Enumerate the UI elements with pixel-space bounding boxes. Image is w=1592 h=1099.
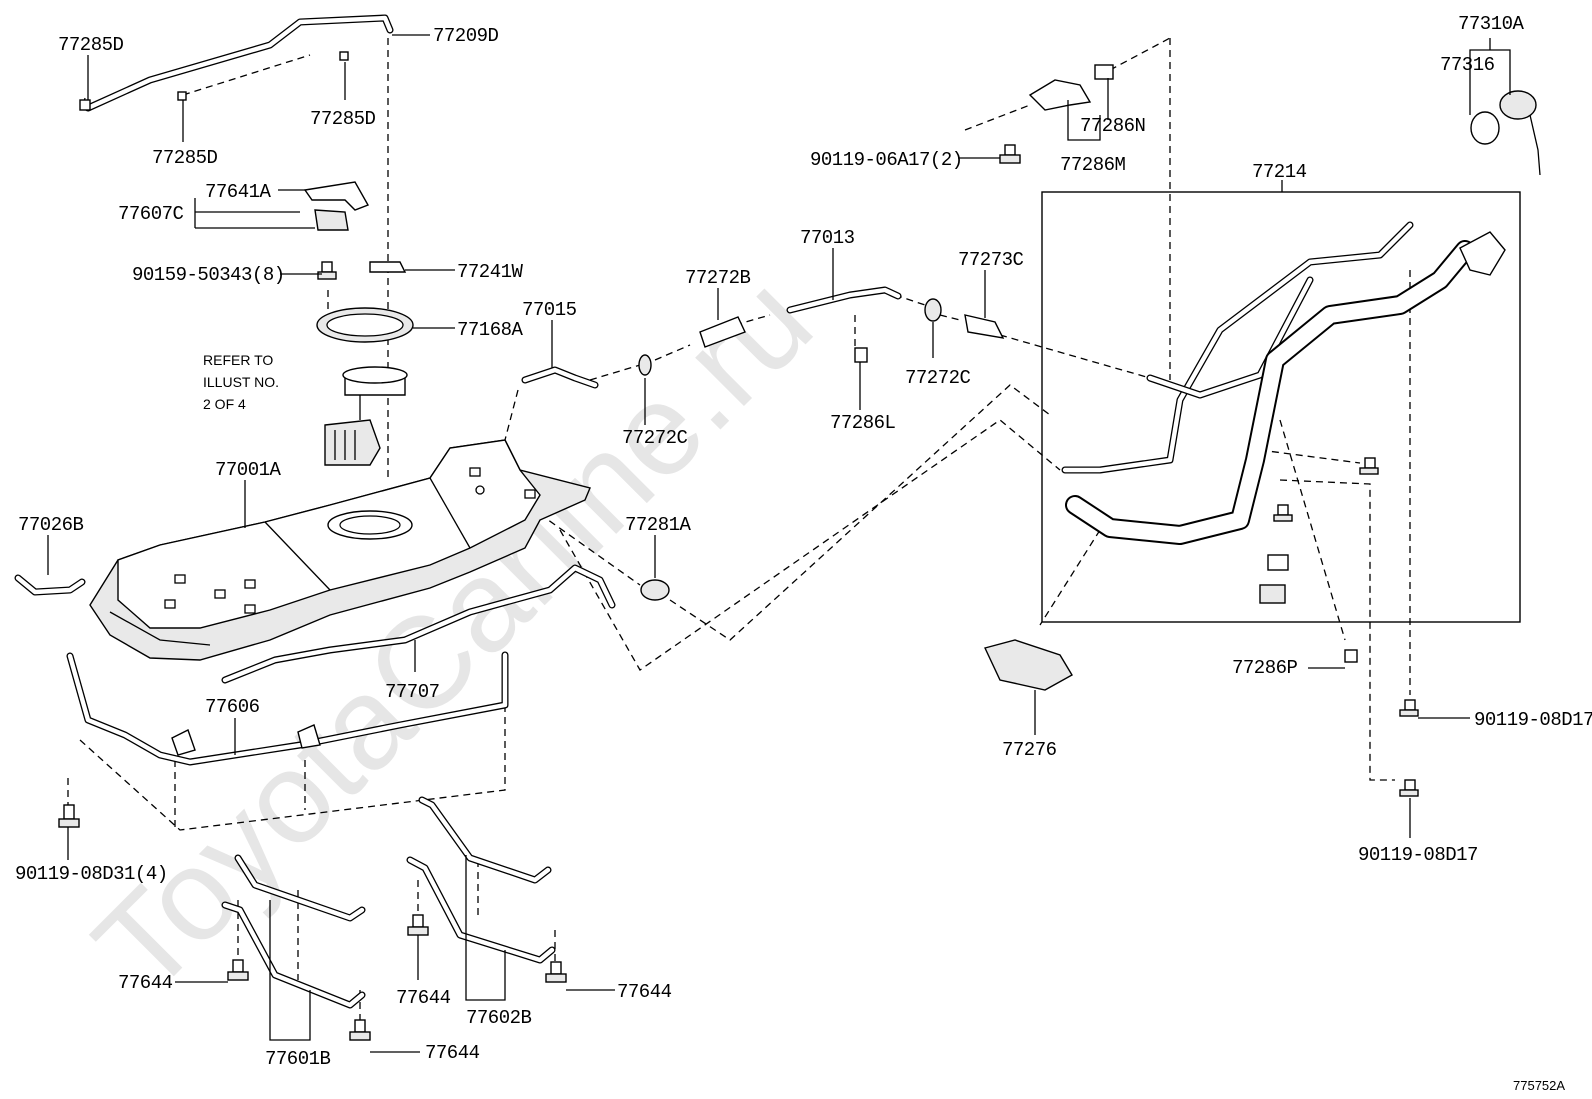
label-77168A: 77168A — [457, 319, 524, 341]
gasket-icon — [638, 354, 652, 376]
label-77001A: 77001A — [215, 459, 282, 481]
label-77285D-a: 77285D — [58, 34, 124, 56]
bolt-icon — [1273, 457, 1419, 797]
label-77644-c: 77644 — [617, 981, 672, 1003]
label-77644-d: 77644 — [425, 1042, 480, 1064]
fuel-pump-module — [324, 366, 408, 466]
bolt-icon — [999, 144, 1021, 164]
leader-lines — [47, 34, 1511, 1053]
label-77606: 77606 — [205, 696, 260, 718]
label-77272B: 77272B — [685, 267, 751, 289]
fuel-cap-icon — [1470, 90, 1541, 176]
label-77707: 77707 — [385, 681, 440, 703]
label-90119-06A17: 90119-06A17(2) — [810, 149, 963, 171]
figure-id: 775752A — [1513, 1078, 1565, 1093]
label-90159-50343: 90159-50343(8) — [132, 264, 285, 286]
gasket-icon — [924, 298, 942, 322]
filler-pipe — [1061, 221, 1506, 545]
label-77286L: 77286L — [830, 412, 896, 434]
label-90119-08D17-b: 90119-08D17 — [1358, 844, 1478, 866]
tank-straps — [221, 796, 556, 1009]
label-77214: 77214 — [1252, 161, 1307, 183]
callout-labels: 77285D 77209D 77285D 77285D 77641A 77607… — [15, 13, 1592, 1093]
label-77316: 77316 — [1440, 54, 1495, 76]
label-77015: 77015 — [522, 299, 577, 321]
label-77285D-b: 77285D — [310, 108, 376, 130]
label-77607C: 77607C — [118, 203, 184, 225]
label-77286P: 77286P — [1232, 657, 1298, 679]
fuel-tank — [89, 439, 591, 661]
refer-note-line2: ILLUST NO. — [203, 374, 279, 390]
label-90119-08D31: 90119-08D31(4) — [15, 863, 168, 885]
label-77601B: 77601B — [265, 1048, 331, 1070]
label-77286N: 77286N — [1080, 115, 1145, 137]
assembly-guide-lines — [67, 37, 1411, 1020]
label-77276: 77276 — [1002, 739, 1057, 761]
label-77272C-a: 77272C — [622, 427, 688, 449]
filler-pipe-group-box — [1041, 191, 1521, 623]
label-77286M: 77286M — [1060, 154, 1126, 176]
label-77273C: 77273C — [958, 249, 1024, 271]
label-77026B: 77026B — [18, 514, 84, 536]
label-77644-b: 77644 — [396, 987, 451, 1009]
label-77310A: 77310A — [1458, 13, 1525, 35]
label-77644-a: 77644 — [118, 972, 173, 994]
label-77641A: 77641A — [205, 181, 272, 203]
clamp-icon — [369, 261, 407, 273]
bolt-icon — [58, 804, 80, 828]
refer-note-line1: REFER TO — [203, 352, 273, 368]
label-77013: 77013 — [800, 227, 855, 249]
label-77602B: 77602B — [466, 1007, 532, 1029]
tank-protector-frame — [66, 651, 509, 766]
label-77281A: 77281A — [625, 514, 692, 536]
label-77241W: 77241W — [457, 261, 524, 283]
clamp-icon — [640, 579, 670, 601]
label-77209D: 77209D — [433, 25, 499, 47]
label-90119-08D17-a: 90119-08D17 — [1474, 709, 1592, 731]
bolt-icon — [317, 261, 337, 280]
refer-note-line3: 2 OF 4 — [203, 396, 246, 412]
label-77285D-c: 77285D — [152, 147, 218, 169]
label-77272C-b: 77272C — [905, 367, 971, 389]
